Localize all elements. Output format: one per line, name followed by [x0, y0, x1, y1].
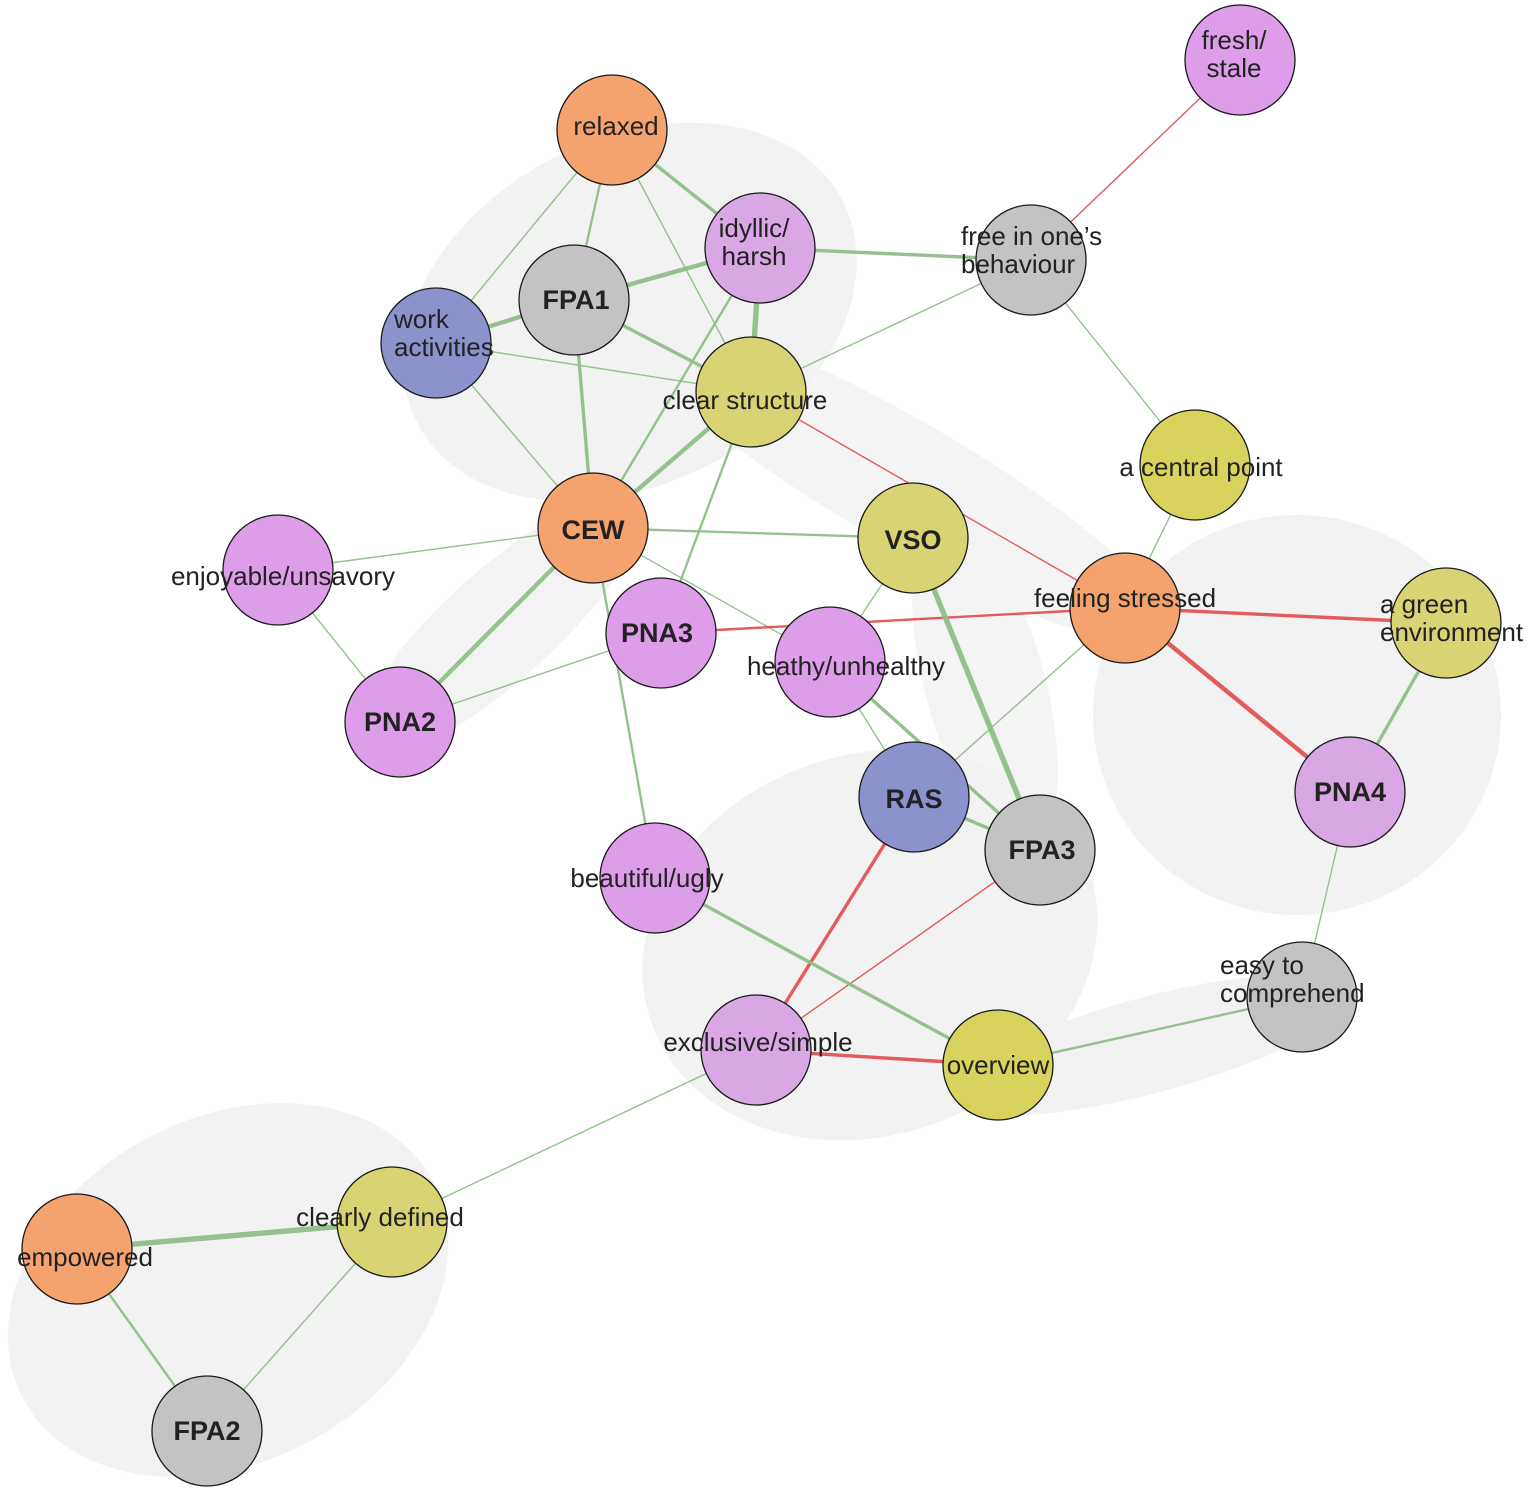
node-label-pna3: PNA3	[621, 618, 693, 648]
node-circle-pna2	[344, 666, 456, 778]
nodes-layer: relaxed fresh/stale idyllic/harsh free in o…	[17, 4, 1524, 1487]
node-circle-empowered	[21, 1193, 133, 1305]
node-label-free-1: free in one’s	[961, 221, 1102, 251]
node-label-stressed: feeling stressed	[1034, 583, 1216, 613]
edge-exclusive-clearly	[391, 1049, 757, 1223]
node-ras[interactable]: RAS	[858, 741, 970, 853]
node-label-fpa2: FPA2	[173, 1416, 240, 1446]
node-label-healthy: heathy/unhealthy	[747, 651, 945, 681]
node-label-fpa1: FPA1	[542, 285, 609, 315]
node-label-fresh-2: stale	[1207, 53, 1262, 83]
node-label-relaxed: relaxed	[573, 111, 658, 141]
node-clearly[interactable]: clearly defined	[296, 1166, 464, 1278]
node-circle-central	[1139, 409, 1251, 521]
node-circle-work	[380, 287, 492, 399]
node-label-exclusive: exclusive/simple	[663, 1027, 852, 1057]
node-label-easy-1: easy to	[1220, 950, 1304, 980]
edge-cew-beautiful	[591, 526, 657, 880]
node-circle-easy	[1246, 941, 1358, 1053]
node-fpa3[interactable]: FPA3	[984, 794, 1096, 906]
node-circle-healthy	[774, 606, 886, 718]
node-circle-free	[975, 204, 1087, 316]
node-relaxed[interactable]: relaxed	[556, 74, 668, 186]
node-circle-beautiful	[599, 822, 711, 934]
node-overview[interactable]: overview	[942, 1009, 1054, 1121]
node-label-cew: CEW	[562, 515, 626, 545]
node-vso[interactable]: VSO	[857, 482, 969, 594]
node-stressed[interactable]: feeling stressed	[1034, 552, 1216, 664]
edge-fpa3-exclusive	[755, 849, 1041, 1051]
node-circle-green	[1390, 567, 1502, 679]
node-label-work-1: work	[393, 304, 450, 334]
node-circle-enjoyable	[222, 514, 334, 626]
edge-vso-fpa3	[910, 535, 1043, 853]
node-label-pna2: PNA2	[364, 707, 436, 737]
node-label-vso: VSO	[884, 525, 941, 555]
node-label-idyllic-1: idyllic/	[719, 213, 791, 243]
node-fresh[interactable]: fresh/stale	[1184, 4, 1296, 116]
node-label-ras: RAS	[885, 784, 942, 814]
node-beautiful[interactable]: beautiful/ugly	[570, 822, 724, 934]
node-label-beautiful: beautiful/ugly	[570, 863, 723, 893]
node-healthy[interactable]: heathy/unhealthy	[747, 606, 945, 718]
node-circle-overview	[942, 1009, 1054, 1121]
node-enjoyable[interactable]: enjoyable/unsavory	[171, 514, 395, 626]
node-label-empowered: empowered	[17, 1242, 153, 1272]
node-label-enjoyable: enjoyable/unsavory	[171, 561, 395, 591]
node-label-clear: clear structure	[663, 385, 828, 415]
node-circle-relaxed	[556, 74, 668, 186]
cluster-healthy-fpa3	[912, 520, 1058, 850]
node-central[interactable]: a central point	[1119, 409, 1283, 521]
edge-beautiful-overview	[653, 876, 1000, 1067]
node-idyllic[interactable]: idyllic/harsh	[704, 192, 816, 304]
node-pna4[interactable]: PNA4	[1294, 736, 1406, 848]
node-circle-clear	[695, 336, 807, 448]
node-circle-exclusive	[700, 994, 812, 1106]
node-circle-pna4	[1294, 736, 1406, 848]
node-circle-fpa1	[518, 244, 630, 356]
node-fpa2[interactable]: FPA2	[151, 1375, 263, 1487]
node-label-overview: overview	[947, 1050, 1050, 1080]
node-circle-pna3	[605, 577, 717, 689]
node-cew[interactable]: CEW	[537, 472, 649, 584]
node-label-green-1: a green	[1380, 589, 1468, 619]
node-label-clearly: clearly defined	[296, 1202, 464, 1232]
node-label-green-2: environment	[1380, 617, 1524, 647]
node-exclusive[interactable]: exclusive/simple	[663, 994, 853, 1106]
node-label-work-2: activities	[394, 332, 494, 362]
node-label-easy-2: comprehend	[1220, 978, 1365, 1008]
cluster-fpa2	[7, 1103, 449, 1477]
node-pna3[interactable]: PNA3	[605, 577, 717, 689]
node-label-fpa3: FPA3	[1008, 835, 1075, 865]
node-circle-vso	[857, 482, 969, 594]
node-circle-fpa3	[984, 794, 1096, 906]
node-circle-clearly	[336, 1166, 448, 1278]
node-label-pna4: PNA4	[1314, 777, 1386, 807]
node-clear[interactable]: clear structure	[663, 336, 828, 448]
node-fpa1[interactable]: FPA1	[518, 244, 630, 356]
node-circle-cew	[537, 472, 649, 584]
node-label-free-2: behaviour	[961, 249, 1076, 279]
node-circle-stressed	[1069, 552, 1181, 664]
node-empowered[interactable]: empowered	[17, 1193, 153, 1305]
node-circle-fresh	[1184, 4, 1296, 116]
node-label-fresh-1: fresh/	[1201, 25, 1267, 55]
node-circle-ras	[858, 741, 970, 853]
node-circle-idyllic	[704, 192, 816, 304]
node-label-central: a central point	[1119, 452, 1283, 482]
node-label-idyllic-2: harsh	[721, 241, 786, 271]
node-pna2[interactable]: PNA2	[344, 666, 456, 778]
edge-pna3-stressed	[659, 606, 1127, 635]
node-circle-fpa2	[151, 1375, 263, 1487]
